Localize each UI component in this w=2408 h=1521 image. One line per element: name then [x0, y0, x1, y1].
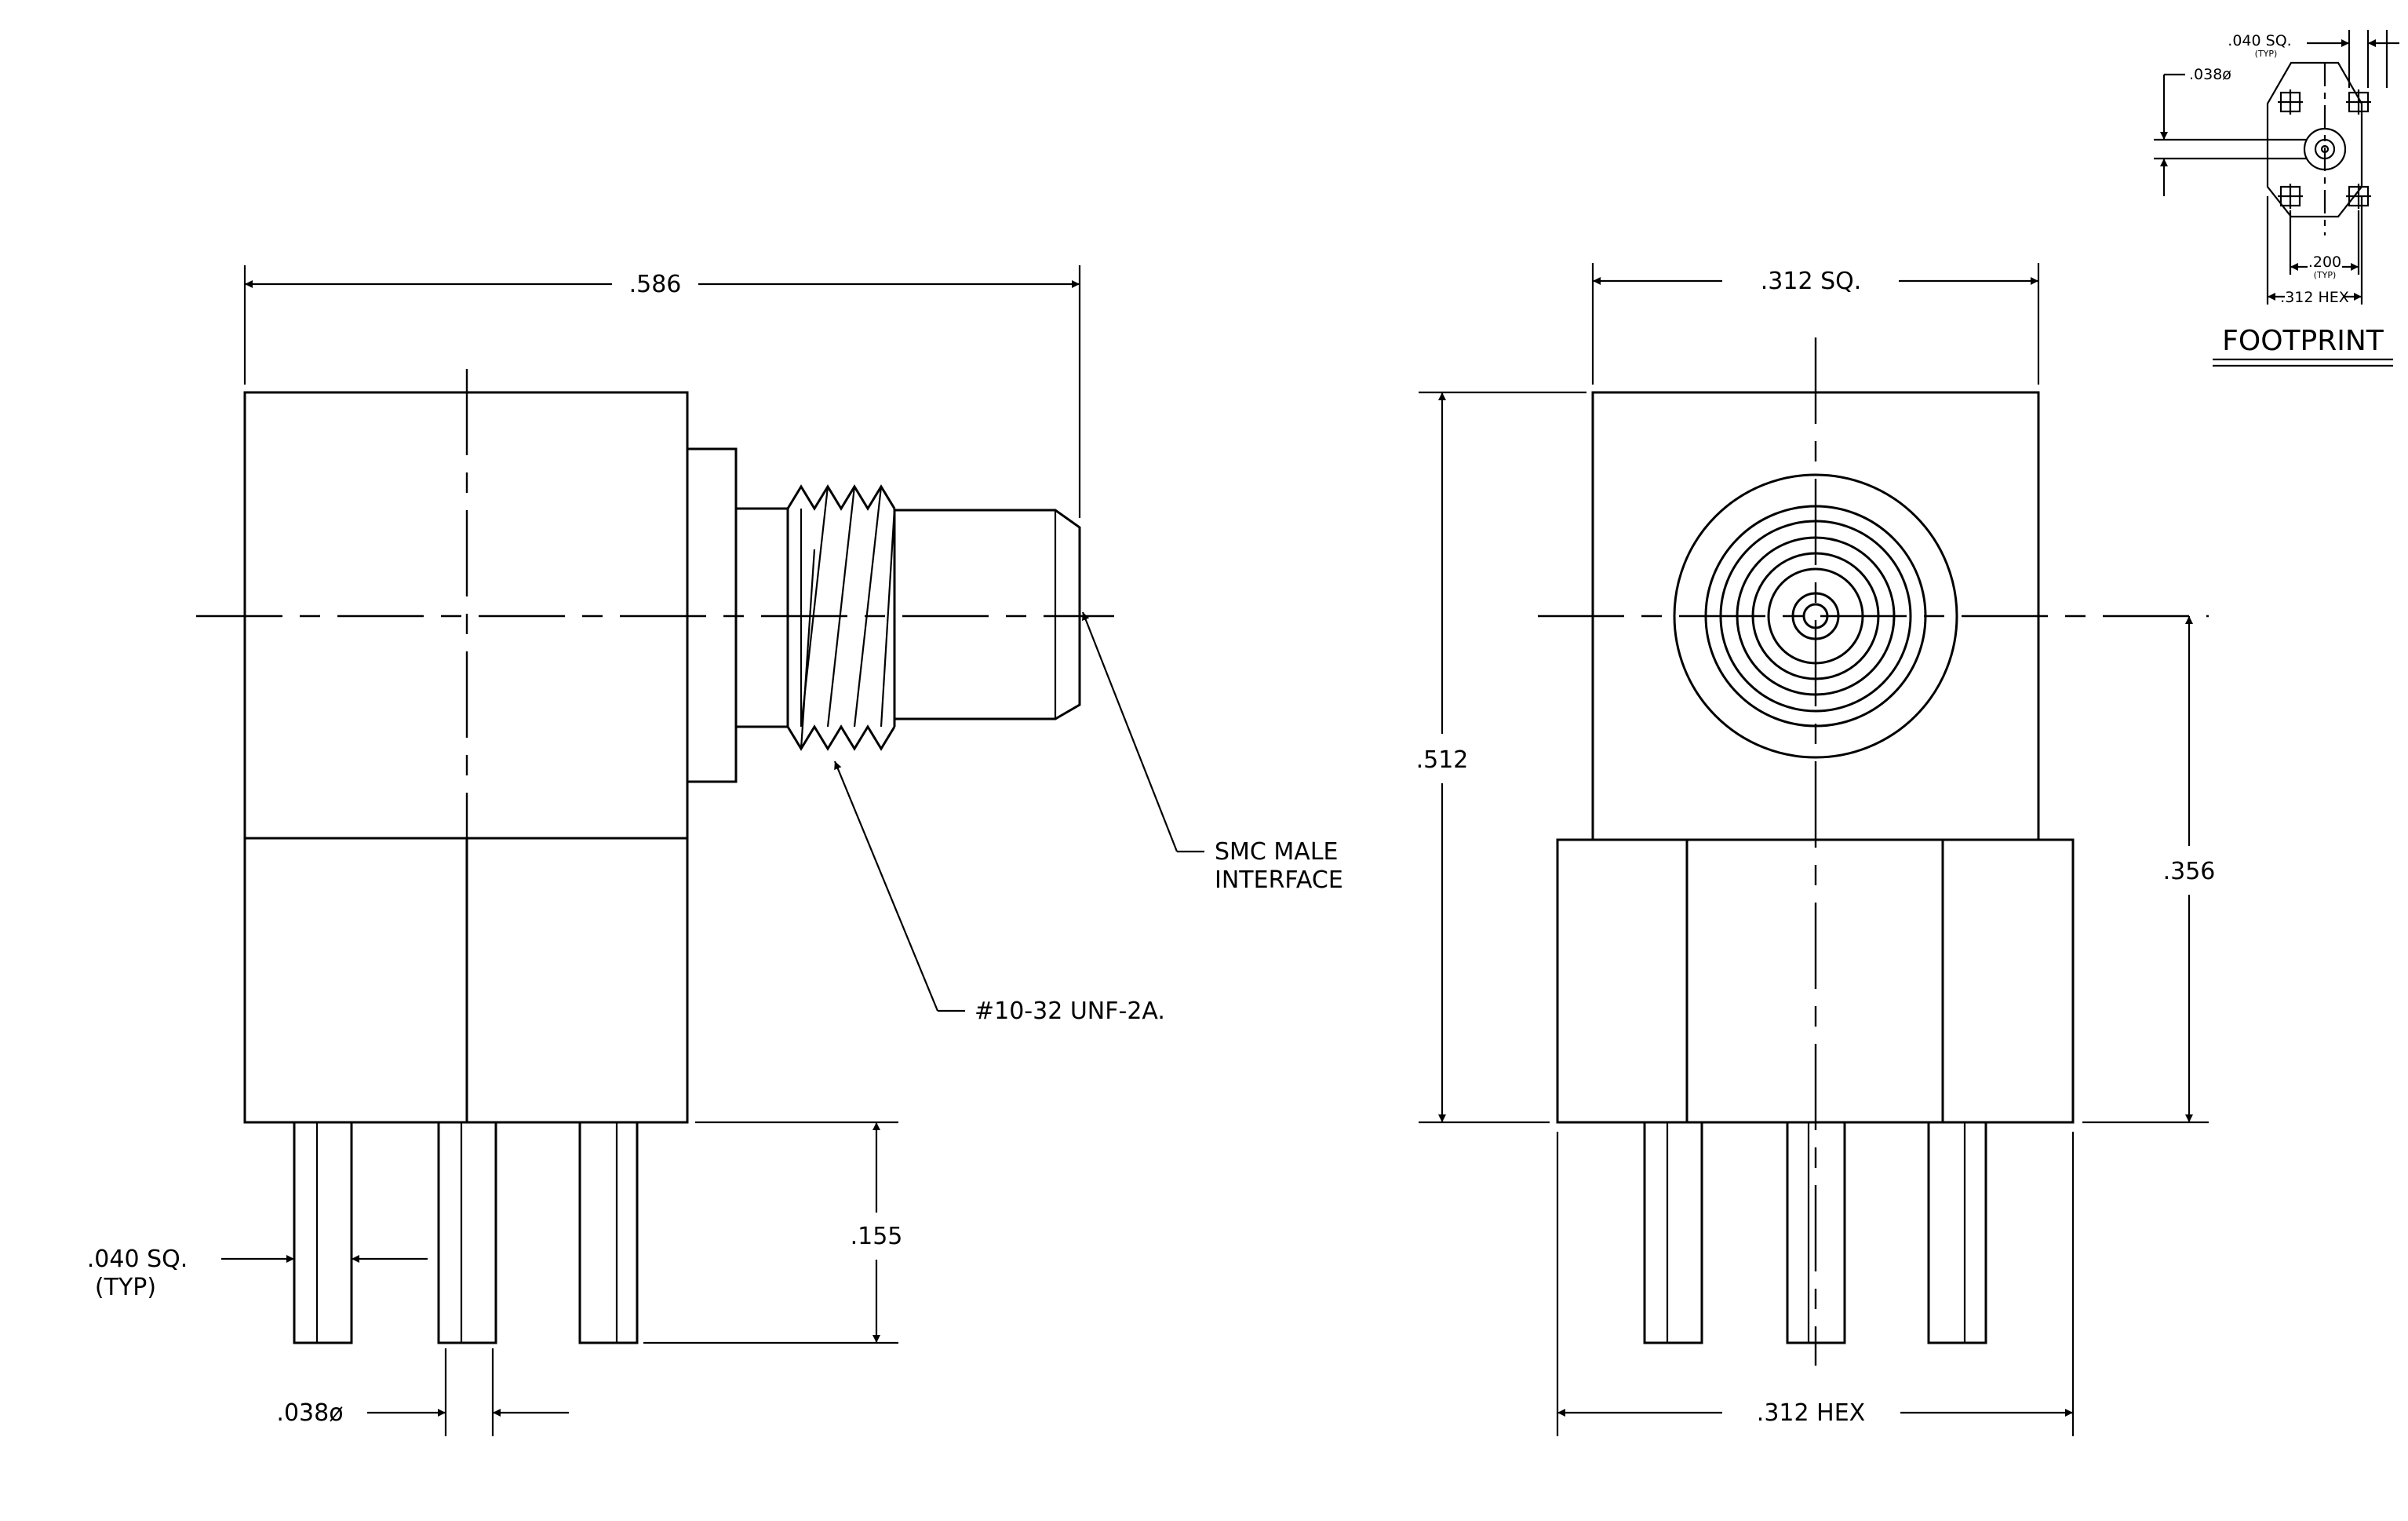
side-shank — [734, 507, 789, 728]
thread-section — [786, 484, 896, 751]
pin-square-label: .040 SQ. — [87, 1246, 188, 1273]
footprint-detail: .038ø .040 SQ. (TYP) .200 (TYP) .312 HEX… — [2154, 30, 2399, 367]
front-top-dimension: .312 SQ. — [1761, 268, 1862, 295]
side-width-dimension: .586 — [629, 271, 682, 298]
interface-callout-line2: INTERFACE — [1215, 866, 1343, 894]
interface-callout-line1: SMC MALE — [1215, 838, 1339, 866]
front-center-height-dimension: .356 — [2163, 858, 2216, 885]
front-view: .312 SQ. .512 .356 .312 HEX — [1416, 263, 2216, 1436]
front-height-dimension: .512 — [1416, 746, 1469, 774]
pin-square-typ-label: (TYP) — [95, 1274, 156, 1301]
side-view: .586 .155 .040 SQ. (TYP) .038ø SMC MALE … — [87, 265, 1343, 1436]
pin-diameter-label: .038ø — [276, 1399, 343, 1427]
footprint-pad-square-note: (TYP) — [2255, 49, 2278, 59]
side-nose — [894, 509, 1081, 720]
footprint-title: FOOTPRINT — [2222, 325, 2384, 357]
side-pins — [293, 1121, 639, 1344]
front-bottom-dimension: .312 HEX — [1757, 1399, 1865, 1427]
thread-callout: #10-32 UNF-2A. — [974, 998, 1165, 1025]
footprint-pitch: .200 — [2308, 254, 2341, 271]
pin-length-dimension: .155 — [851, 1223, 903, 1250]
footprint-pad-square: .040 SQ. — [2228, 32, 2291, 49]
footprint-hex: .312 HEX — [2280, 289, 2349, 306]
footprint-hex-outline — [2266, 61, 2363, 218]
footprint-pitch-note: (TYP) — [2314, 270, 2337, 280]
footprint-hole-dia: .038ø — [2189, 66, 2231, 83]
